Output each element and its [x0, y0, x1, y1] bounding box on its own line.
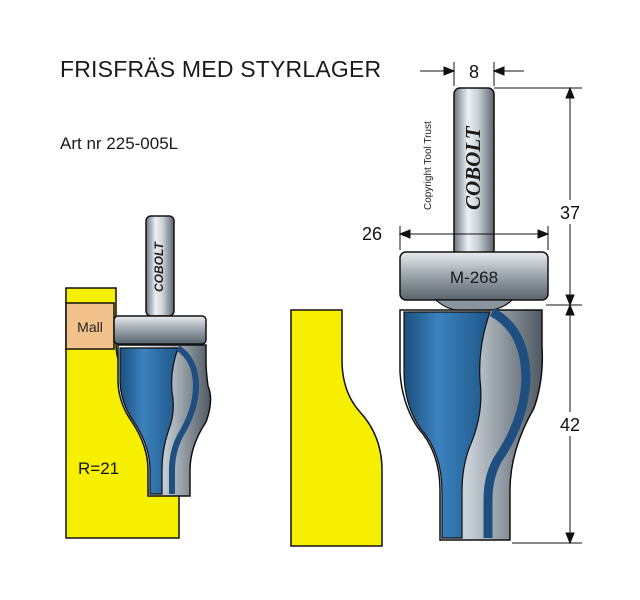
right-view: COBOLT Copyright Tool Trust M-268	[290, 87, 549, 547]
page-title: FRISFRÄS MED STYRLAGER	[60, 56, 382, 82]
template-block	[65, 302, 115, 350]
template-label: Mall	[77, 319, 103, 335]
dim-42-label-bg	[552, 412, 588, 436]
right-shank-brand: COBOLT	[461, 125, 485, 210]
copyright-text: Copyright Tool Trust	[423, 121, 434, 210]
dimension-lines	[398, 62, 582, 545]
left-cutter-blue	[119, 347, 179, 495]
dim-shank-diameter: 8	[469, 62, 479, 82]
left-bearing	[113, 315, 207, 345]
right-cutter-flute	[483, 308, 531, 538]
dim-shank-length: 37	[560, 203, 580, 223]
left-view: Mall COBOLT R=21	[65, 215, 212, 539]
dim-cutting-length: 42	[560, 415, 580, 435]
right-cutter-blue	[403, 311, 491, 539]
bearing-model-label: M-268	[450, 268, 498, 287]
dim-bearing-diameter: 26	[362, 224, 382, 244]
left-shank-brand: COBOLT	[152, 241, 166, 292]
right-workpiece	[290, 309, 383, 547]
radius-label: R=21	[78, 459, 119, 478]
left-cutter-flute	[169, 345, 200, 494]
article-number: Art nr 225-005L	[60, 134, 179, 153]
dim-37-label-bg	[552, 200, 588, 224]
